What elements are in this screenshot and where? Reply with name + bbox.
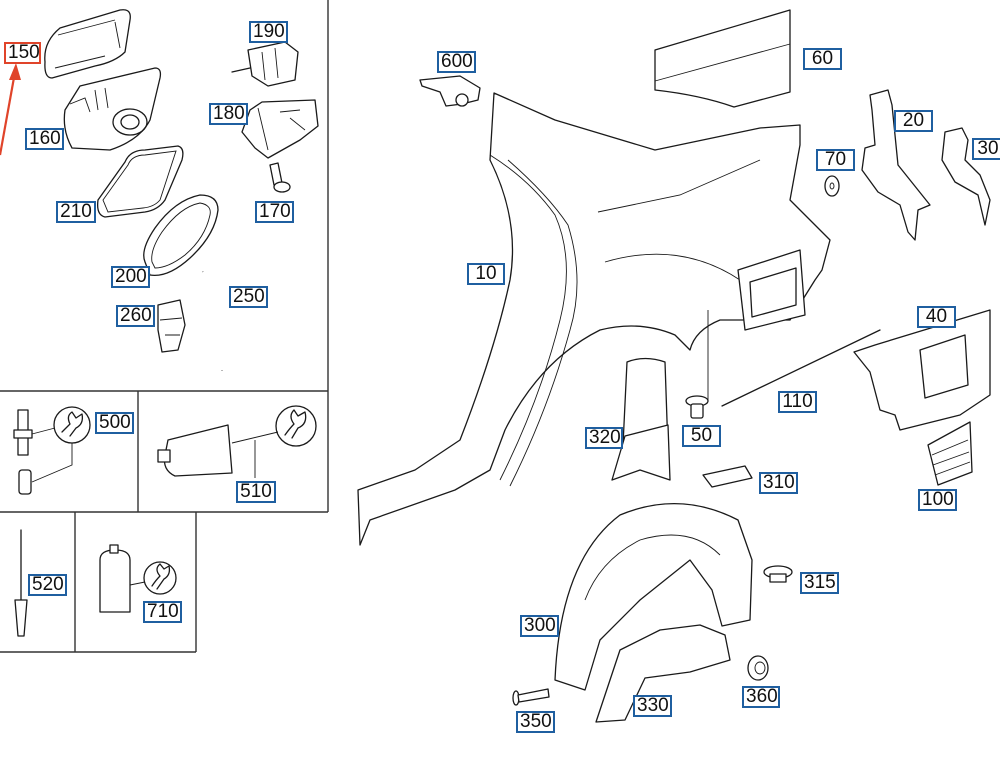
part-190-actuator [231,41,299,87]
part-200-filler-seal [143,194,219,277]
part-710-sealant-cartridge [99,544,177,613]
callout-110[interactable]: 110 [778,391,817,413]
callout-320[interactable]: 320 [585,427,623,449]
part-110-sealing-strip [721,329,881,407]
callout-190[interactable]: 190 [249,21,288,43]
callout-170[interactable]: 170 [255,201,294,223]
callout-180[interactable]: 180 [209,103,248,125]
part-100-vent-grille [927,421,973,486]
callout-300[interactable]: 300 [520,615,559,637]
callout-510[interactable]: 510 [236,481,276,503]
callout-60[interactable]: 60 [803,48,842,70]
part-10-quarter-panel [357,92,831,546]
part-315-nut [763,565,793,583]
part-70-grommet [824,175,840,197]
callout-200[interactable]: 200 [111,266,150,288]
part-30-bracket [941,127,991,226]
part-60-trim-panel [654,9,791,108]
part-210-seal [97,145,184,218]
part-250-drain-hose [201,271,224,371]
part-520-rivet [14,529,28,637]
panel-frames [0,0,329,653]
callout-350[interactable]: 350 [516,711,555,733]
part-360-nut [747,655,769,681]
callout-710[interactable]: 710 [143,601,182,623]
callout-40[interactable]: 40 [917,306,956,328]
callout-160[interactable]: 160 [25,128,64,150]
callout-70[interactable]: 70 [816,149,855,171]
part-40-inner-panel [853,309,991,431]
part-350-bolt [512,688,550,706]
part-180-lock [241,99,319,159]
callout-600[interactable]: 600 [437,51,476,73]
callout-260[interactable]: 260 [116,305,155,327]
part-320-shield [611,357,671,481]
part-170-screw [269,162,291,193]
part-50-clip [685,395,709,419]
callout-330[interactable]: 330 [633,695,672,717]
callout-150[interactable]: 150 [4,42,41,64]
part-310-pad [702,465,753,488]
callout-10[interactable]: 10 [467,263,505,285]
callout-315[interactable]: 315 [800,572,839,594]
highlight-arrow [0,63,21,156]
callout-250[interactable]: 250 [229,286,268,308]
callout-100[interactable]: 100 [918,489,957,511]
callout-50[interactable]: 50 [682,425,721,447]
part-260-clip [157,299,186,353]
callout-210[interactable]: 210 [56,201,96,223]
part-500-stud-nut [13,406,91,495]
callout-500[interactable]: 500 [95,412,134,434]
part-150-fuel-flap [44,9,131,79]
callout-360[interactable]: 360 [742,686,780,708]
part-510-adhesive-tube [157,405,317,478]
callout-30[interactable]: 30 [972,138,1000,160]
callout-520[interactable]: 520 [28,574,67,596]
part-300-wheel-liner [554,503,753,691]
callout-20[interactable]: 20 [894,110,933,132]
part-600-bracket [419,75,481,107]
part-160-filler-housing [63,67,162,151]
callout-310[interactable]: 310 [759,472,798,494]
